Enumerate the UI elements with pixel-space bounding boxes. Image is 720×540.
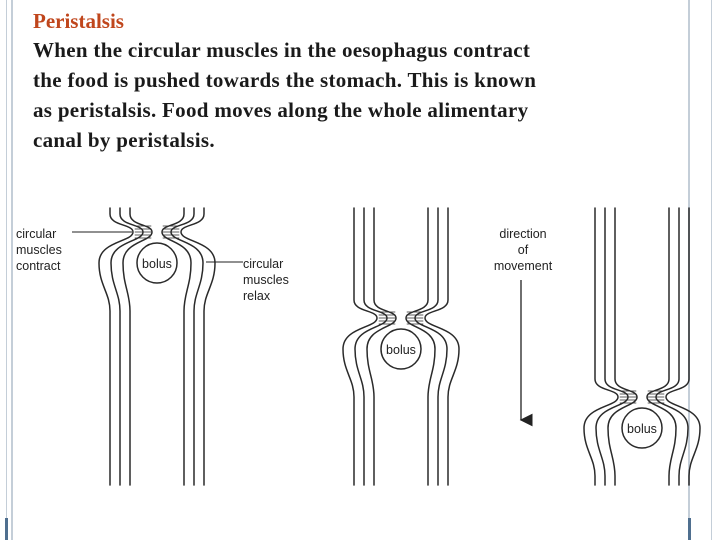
tube-wall [110,207,144,486]
tube-wall [122,207,153,486]
label-contract-line3: contract [16,259,61,273]
tube-wall [607,207,638,486]
tube-wall [366,207,397,486]
tube-wall [161,207,192,486]
label-relax-line1: circular [243,257,283,271]
text-block: Peristalsis When the circular muscles in… [33,8,683,155]
bolus-2 [380,328,422,370]
label-contract-line1: circular [16,227,56,241]
body-line: as peristalsis. Food moves along the who… [33,98,529,122]
tube-wall [98,207,134,486]
corner-mark-right [688,518,691,540]
slide-border-left [6,0,13,540]
body-line: When the circular muscles in the oesopha… [33,38,531,62]
label-direction-line2: of [518,243,529,257]
label-direction-line3: movement [494,259,553,273]
tube-wall [655,207,689,486]
tube-wall [342,207,378,486]
body-line: the food is pushed towards the stomach. … [33,68,537,92]
bolus-label-3: bolus [627,422,657,436]
tube-wall [405,207,436,486]
tube-wall [424,207,460,486]
tube-1 [98,207,216,486]
tube-wall [583,207,619,486]
body-line: canal by peristalsis. [33,128,215,152]
tube-wall [414,207,448,486]
tube-wall [665,207,701,486]
label-relax-line2: muscles [243,273,289,287]
tube-wall [180,207,216,486]
tube-wall [646,207,677,486]
label-contract-line2: muscles [16,243,62,257]
tube-wall [170,207,204,486]
bolus-label-1: bolus [142,257,172,271]
slide-body: When the circular muscles in the oesopha… [33,35,683,155]
label-direction-line1: direction [499,227,546,241]
slide-title: Peristalsis [33,9,124,33]
tube-wall [354,207,388,486]
label-relax-line3: relax [243,289,271,303]
tube-2 [342,207,460,486]
bolus-1 [136,242,178,284]
corner-mark-left [5,518,8,540]
tube-3 [583,207,701,486]
bolus-label-2: bolus [386,343,416,357]
tube-wall [595,207,629,486]
bolus-3 [621,407,663,449]
